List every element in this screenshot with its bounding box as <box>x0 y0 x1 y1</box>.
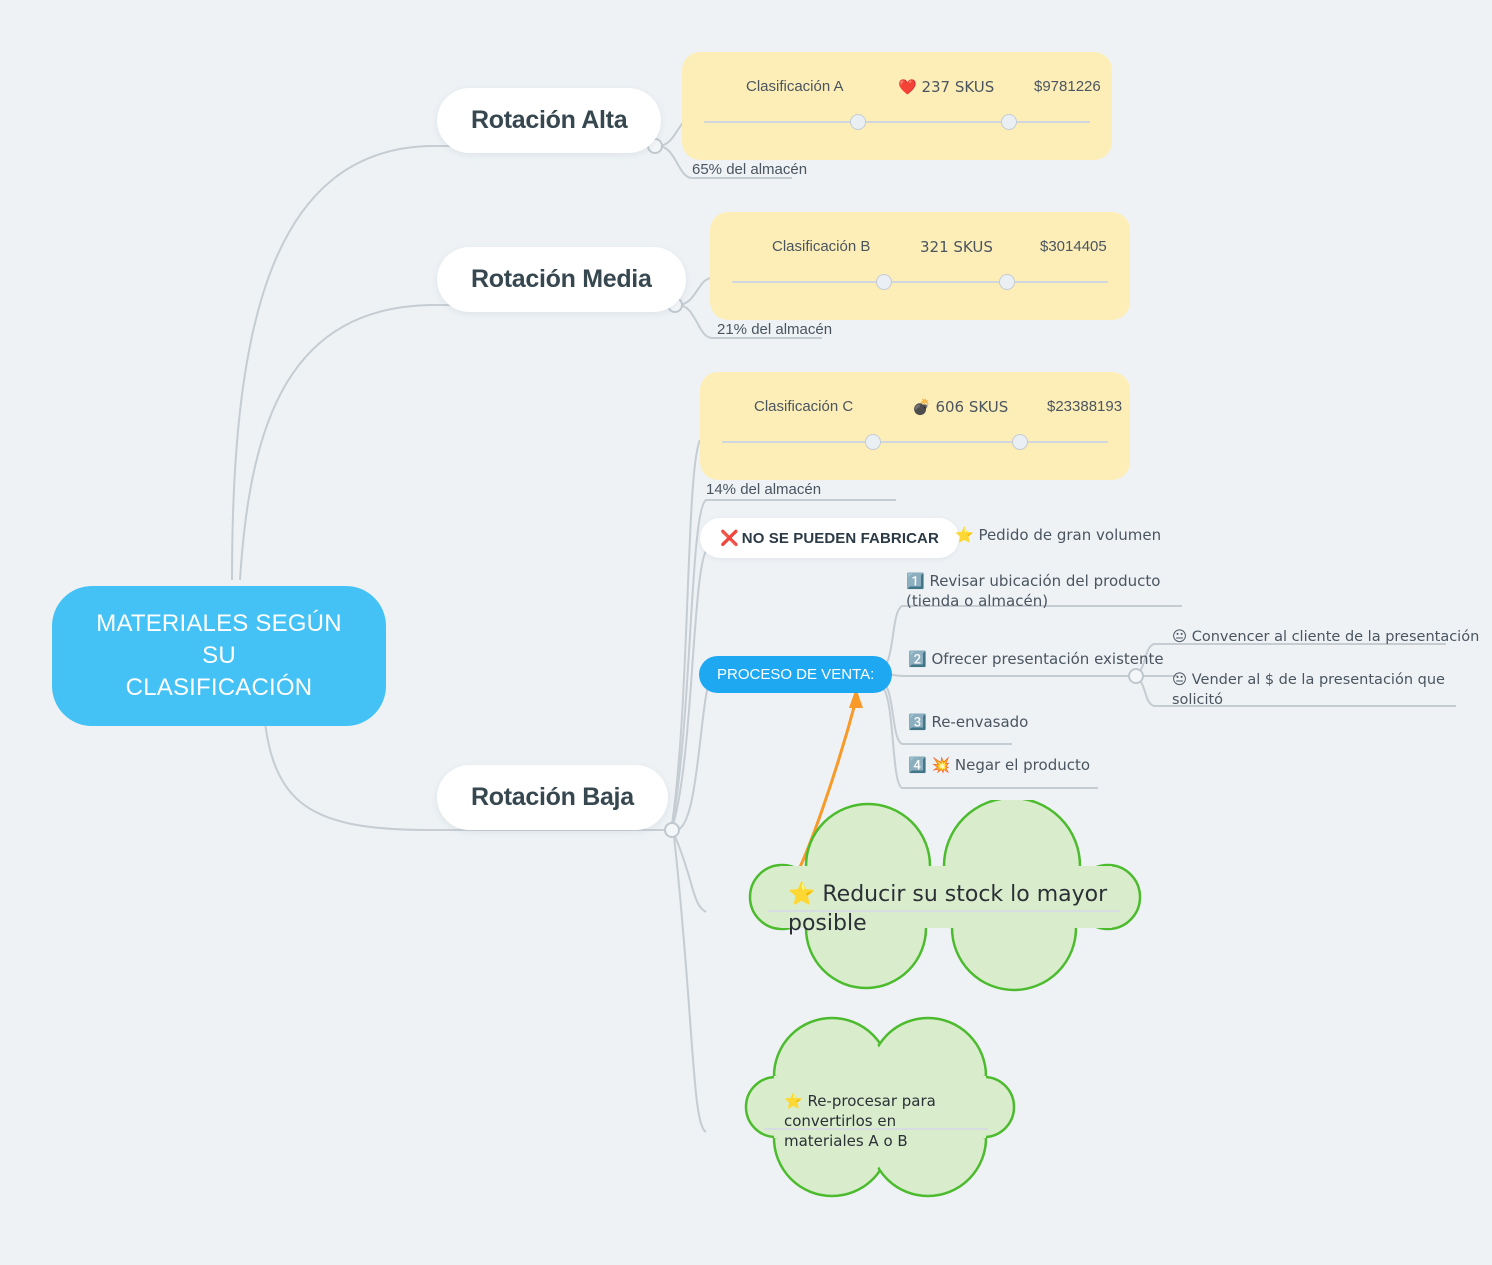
step-2-ofrecer-presentacion: 2️⃣ Ofrecer presentación existente <box>908 650 1164 668</box>
cloud-reprocesar-label: ⭐ Re-procesar para convertirlos en mater… <box>784 1092 936 1150</box>
branch-rotacion-media[interactable]: Rotación Media <box>437 247 686 312</box>
card-clasificacion-b[interactable]: Clasificación B 321 SKUS $3014405 <box>710 212 1130 320</box>
card-a-slider[interactable] <box>704 114 1090 130</box>
card-b-row: Clasificación B 321 SKUS $3014405 <box>732 238 1108 260</box>
slider-knob-right[interactable] <box>1001 114 1017 130</box>
card-a-row: Clasificación A ❤️ 237 SKUS $9781226 <box>704 78 1101 100</box>
share-almacen-c: 14% del almacén <box>706 481 822 498</box>
cloud-underline <box>768 910 1120 912</box>
slider-track <box>704 121 1090 123</box>
node-proceso-de-venta[interactable]: PROCESO DE VENTA: <box>699 656 893 693</box>
step-3-re-envasado: 3️⃣ Re-envasado <box>908 713 1029 731</box>
card-clasificacion-a[interactable]: Clasificación A ❤️ 237 SKUS $9781226 <box>682 52 1112 160</box>
card-c-slider[interactable] <box>722 434 1108 450</box>
slider-track <box>732 281 1108 283</box>
slider-knob-left[interactable] <box>850 114 866 130</box>
cloud-shape <box>744 1016 1016 1198</box>
hub-step2 <box>1128 668 1144 684</box>
share-almacen-b: 21% del almacén <box>717 321 833 338</box>
card-c-value: $23388193 <box>1047 398 1123 415</box>
cross-mark-icon: ❌ <box>720 529 739 547</box>
card-c-row: Clasificación C 💣 606 SKUS $23388193 <box>722 398 1122 420</box>
card-c-classification: Clasificación C <box>754 398 854 415</box>
card-b-slider[interactable] <box>732 274 1108 290</box>
card-a-classification: Clasificación A <box>746 78 844 95</box>
card-b-skus: 321 SKUS <box>920 238 993 256</box>
slider-track <box>722 441 1108 443</box>
badge-no-fabricar[interactable]: ❌NO SE PUEDEN FABRICAR <box>700 518 959 558</box>
card-b-value: $3014405 <box>1040 238 1107 255</box>
branch-rotacion-alta[interactable]: Rotación Alta <box>437 88 662 153</box>
cloud-underline <box>764 1128 988 1130</box>
cloud-reprocesar[interactable]: ⭐ Re-procesar para convertirlos en mater… <box>740 1010 1016 1204</box>
root-node[interactable]: MATERIALES SEGÚN SU CLASIFICACIÓN <box>52 586 386 726</box>
card-c-skus: 💣 606 SKUS <box>912 398 1009 416</box>
child-vender-presentacion: 😐 Vender al $ de la presentación que sol… <box>1172 672 1445 708</box>
child-convencer-cliente: 😐 Convencer al cliente de la presentació… <box>1172 629 1480 645</box>
slider-knob-left[interactable] <box>865 434 881 450</box>
card-a-skus: ❤️ 237 SKUS <box>898 78 995 96</box>
card-b-classification: Clasificación B <box>772 238 871 255</box>
leaf-pedido-gran-volumen: ⭐ Pedido de gran volumen <box>955 526 1162 544</box>
cloud-reducir-stock[interactable]: ⭐ Reducir su stock lo mayor posible <box>740 800 1152 992</box>
step-4-negar-el-producto: 4️⃣ 💥 Negar el producto <box>908 756 1091 774</box>
branch-rotacion-baja[interactable]: Rotación Baja <box>437 765 668 830</box>
card-clasificacion-c[interactable]: Clasificación C 💣 606 SKUS $23388193 <box>700 372 1130 480</box>
share-almacen-a: 65% del almacén <box>692 161 808 178</box>
card-a-value: $9781226 <box>1034 78 1101 95</box>
slider-knob-right[interactable] <box>1012 434 1028 450</box>
slider-knob-right[interactable] <box>999 274 1015 290</box>
cloud-reducir-stock-label: ⭐ Reducir su stock lo mayor posible <box>788 882 1108 937</box>
badge-no-fabricar-label: NO SE PUEDEN FABRICAR <box>741 530 939 547</box>
slider-knob-left[interactable] <box>876 274 892 290</box>
step-1-revisar-ubicacion: 1️⃣ Revisar ubicación del producto (tien… <box>906 572 1161 611</box>
hub-rotacion-baja <box>664 822 680 838</box>
